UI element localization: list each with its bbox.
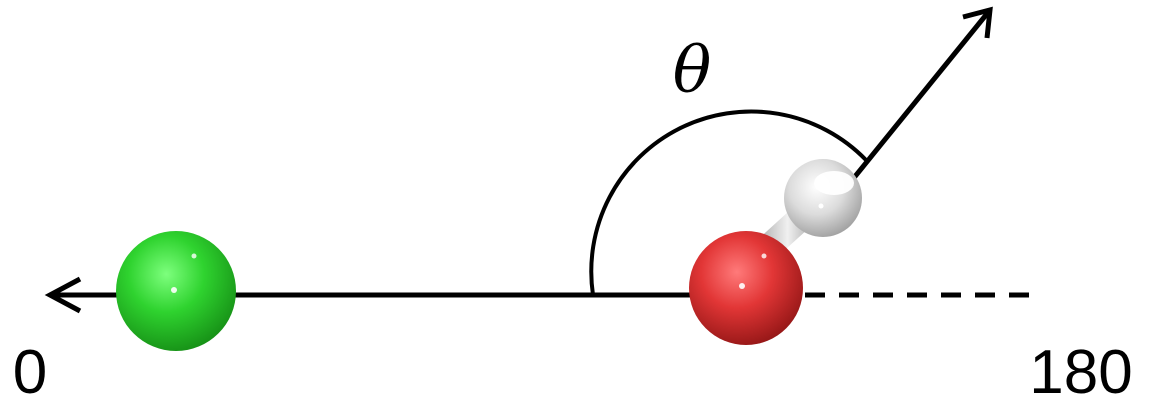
right-end-label: 180 (1029, 338, 1132, 403)
angle-symbol: θ (673, 34, 712, 108)
oxygen-atom (689, 231, 803, 345)
left-arrowhead (44, 276, 82, 314)
vector-arrowhead (962, 6, 993, 39)
angle-arc (589, 109, 868, 296)
direction-vector-line (838, 8, 992, 197)
left-end-label: 0 (13, 338, 47, 403)
hydrogen-atom (784, 159, 862, 237)
chlorine-atom (116, 231, 236, 351)
